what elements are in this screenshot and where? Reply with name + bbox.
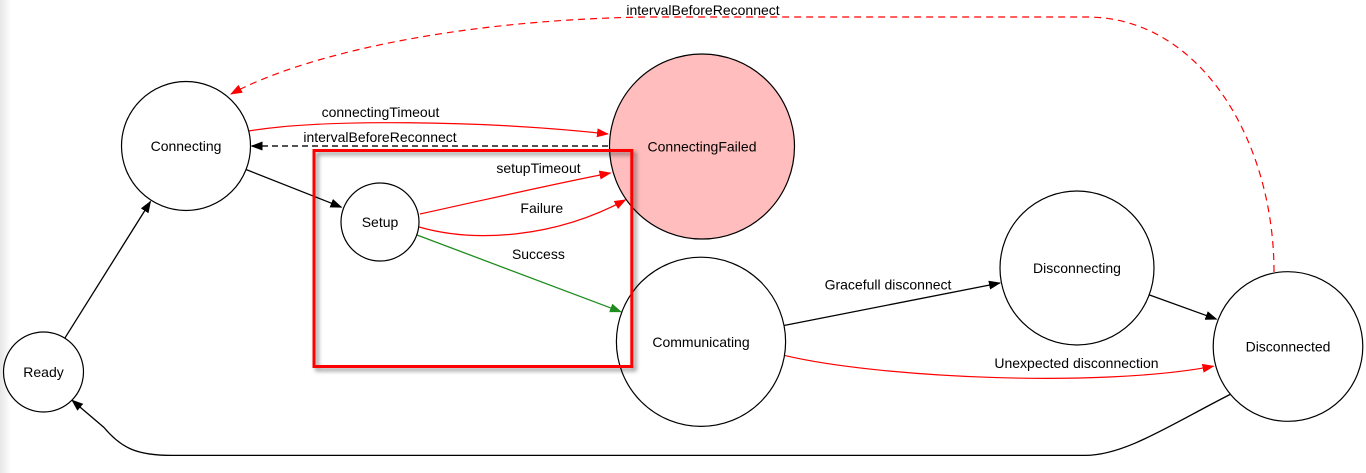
- svg-text:Disconnecting: Disconnecting: [1033, 260, 1121, 276]
- svg-text:Ready: Ready: [23, 364, 63, 380]
- svg-text:Setup: Setup: [362, 214, 399, 230]
- svg-text:intervalBeforeReconnect: intervalBeforeReconnect: [626, 2, 779, 18]
- svg-text:Gracefull disconnect: Gracefull disconnect: [825, 277, 952, 293]
- svg-text:Disconnected: Disconnected: [1246, 339, 1331, 355]
- svg-text:Failure: Failure: [520, 200, 563, 216]
- svg-text:setupTimeout: setupTimeout: [496, 160, 580, 176]
- svg-text:ConnectingFailed: ConnectingFailed: [648, 139, 757, 155]
- svg-text:Connecting: Connecting: [151, 138, 222, 154]
- svg-text:connectingTimeout: connectingTimeout: [322, 104, 440, 120]
- svg-text:intervalBeforeReconnect: intervalBeforeReconnect: [303, 129, 456, 145]
- svg-text:Unexpected disconnection: Unexpected disconnection: [994, 355, 1158, 371]
- svg-text:Success: Success: [512, 246, 565, 262]
- svg-text:Communicating: Communicating: [652, 334, 749, 350]
